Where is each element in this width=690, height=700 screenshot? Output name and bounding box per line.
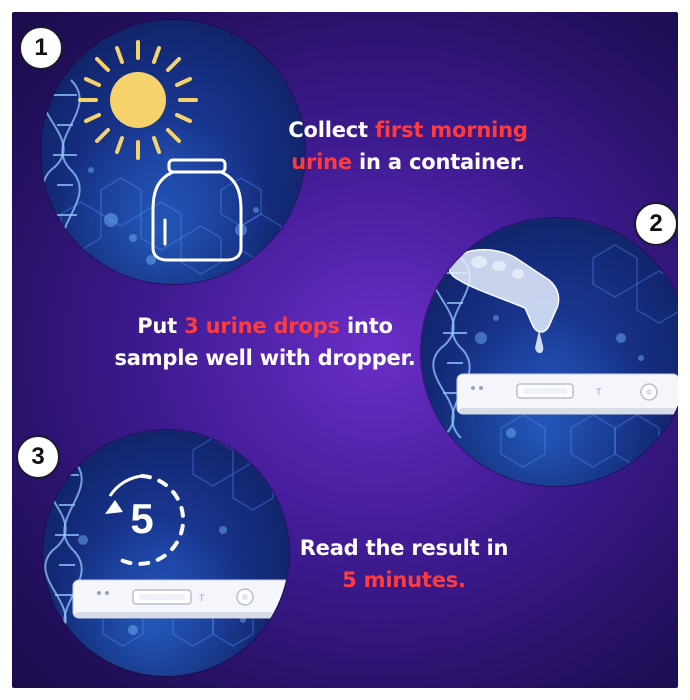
step-2-number-badge: 2 xyxy=(634,202,678,246)
step-2-line-1: Put 3 urine drops into xyxy=(100,310,430,342)
step-2-instruction: Put 3 urine drops into sample well with … xyxy=(100,310,430,374)
hexagon-pattern xyxy=(500,244,678,468)
sun-icon xyxy=(78,40,198,160)
jar-icon xyxy=(151,158,243,262)
step-1-artwork xyxy=(41,40,282,275)
step-1-highlight-first-morning: first morning xyxy=(374,118,528,142)
step-1-text-suffix: in a container. xyxy=(351,150,525,174)
timer-number: 5 xyxy=(130,495,153,542)
timer-icon: 5 xyxy=(105,474,186,566)
dropper-icon xyxy=(448,248,560,354)
bubbles xyxy=(78,526,246,635)
test-cassette-icon: T xyxy=(456,373,678,415)
bubbles xyxy=(475,315,644,438)
step-3-number-badge: 3 xyxy=(16,435,60,479)
step-2-illustration: T xyxy=(421,218,678,486)
step-3-artwork: 5 T xyxy=(43,437,289,647)
svg-text:T: T xyxy=(596,387,602,397)
step-2-line-2: sample well with dropper. xyxy=(114,346,416,370)
step-2-text-prefix: Put xyxy=(137,314,185,338)
step-3-instruction: Read the result in 5 minutes. xyxy=(284,532,524,596)
step-1-number-badge: 1 xyxy=(19,26,63,70)
step-1-text-prefix: Collect xyxy=(288,118,375,142)
step-3-illustration: 5 T xyxy=(43,430,289,676)
hexagon-pattern xyxy=(60,177,282,275)
step-1-line-1: Collect first morning xyxy=(278,114,538,146)
test-cassette-icon: T xyxy=(72,579,289,619)
dna-helix-icon xyxy=(41,79,81,261)
step-2-artwork: T xyxy=(430,244,678,468)
step-1-illustration xyxy=(41,20,305,284)
step-3-highlight-minutes: 5 minutes. xyxy=(342,568,466,592)
dna-helix-icon xyxy=(43,459,83,641)
step-1-line-2: urine in a container. xyxy=(278,146,538,178)
step-3-line-1: Read the result in xyxy=(299,536,509,560)
step-1-instruction: Collect first morning urine in a contain… xyxy=(278,114,538,178)
cassette-t-label: T xyxy=(199,593,205,603)
hexagon-pattern xyxy=(102,437,274,647)
bubbles xyxy=(88,167,259,265)
step-2-text-suffix: into xyxy=(339,314,393,338)
step-2-highlight-drops: 3 urine drops xyxy=(184,314,340,338)
step-1-highlight-urine: urine xyxy=(291,150,352,174)
instruction-poster: T xyxy=(12,12,678,688)
